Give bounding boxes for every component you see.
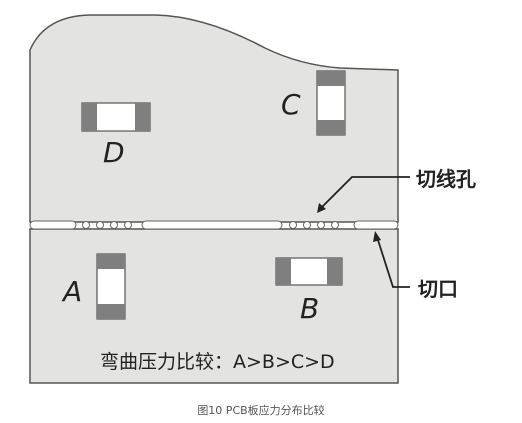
perforation-hole	[317, 221, 325, 229]
label-c: C	[281, 88, 301, 121]
cut-slot-right	[353, 220, 399, 230]
label-cut-hole: 切线孔	[416, 167, 476, 191]
label-b: B	[300, 292, 319, 325]
component-d	[81, 102, 151, 132]
perforation-hole	[331, 221, 339, 229]
perforation-hole	[96, 221, 104, 229]
perforation-hole	[82, 221, 90, 229]
pcb-upper-panel	[29, 14, 399, 223]
perforation-hole	[110, 221, 118, 229]
notch-arrow	[373, 231, 410, 288]
cut-slot-middle	[141, 220, 283, 230]
perforation-holes-right	[289, 221, 339, 229]
perforation-hole	[124, 221, 132, 229]
component-a	[96, 253, 126, 320]
label-notch: 切口	[418, 277, 458, 301]
label-a: A	[61, 275, 82, 308]
figure-caption: 图10 PCB板应力分布比较	[197, 404, 325, 417]
stress-comparison-text: 弯曲压力比较：A>B>C>D	[100, 351, 335, 373]
component-c	[316, 70, 346, 136]
component-b	[275, 257, 343, 286]
perforation-hole	[303, 221, 311, 229]
perforation-holes-left	[82, 221, 132, 229]
cut-hole-arrow	[317, 176, 410, 213]
perforation-hole	[289, 221, 297, 229]
label-d: D	[103, 136, 125, 169]
cut-slot-left	[29, 220, 77, 230]
